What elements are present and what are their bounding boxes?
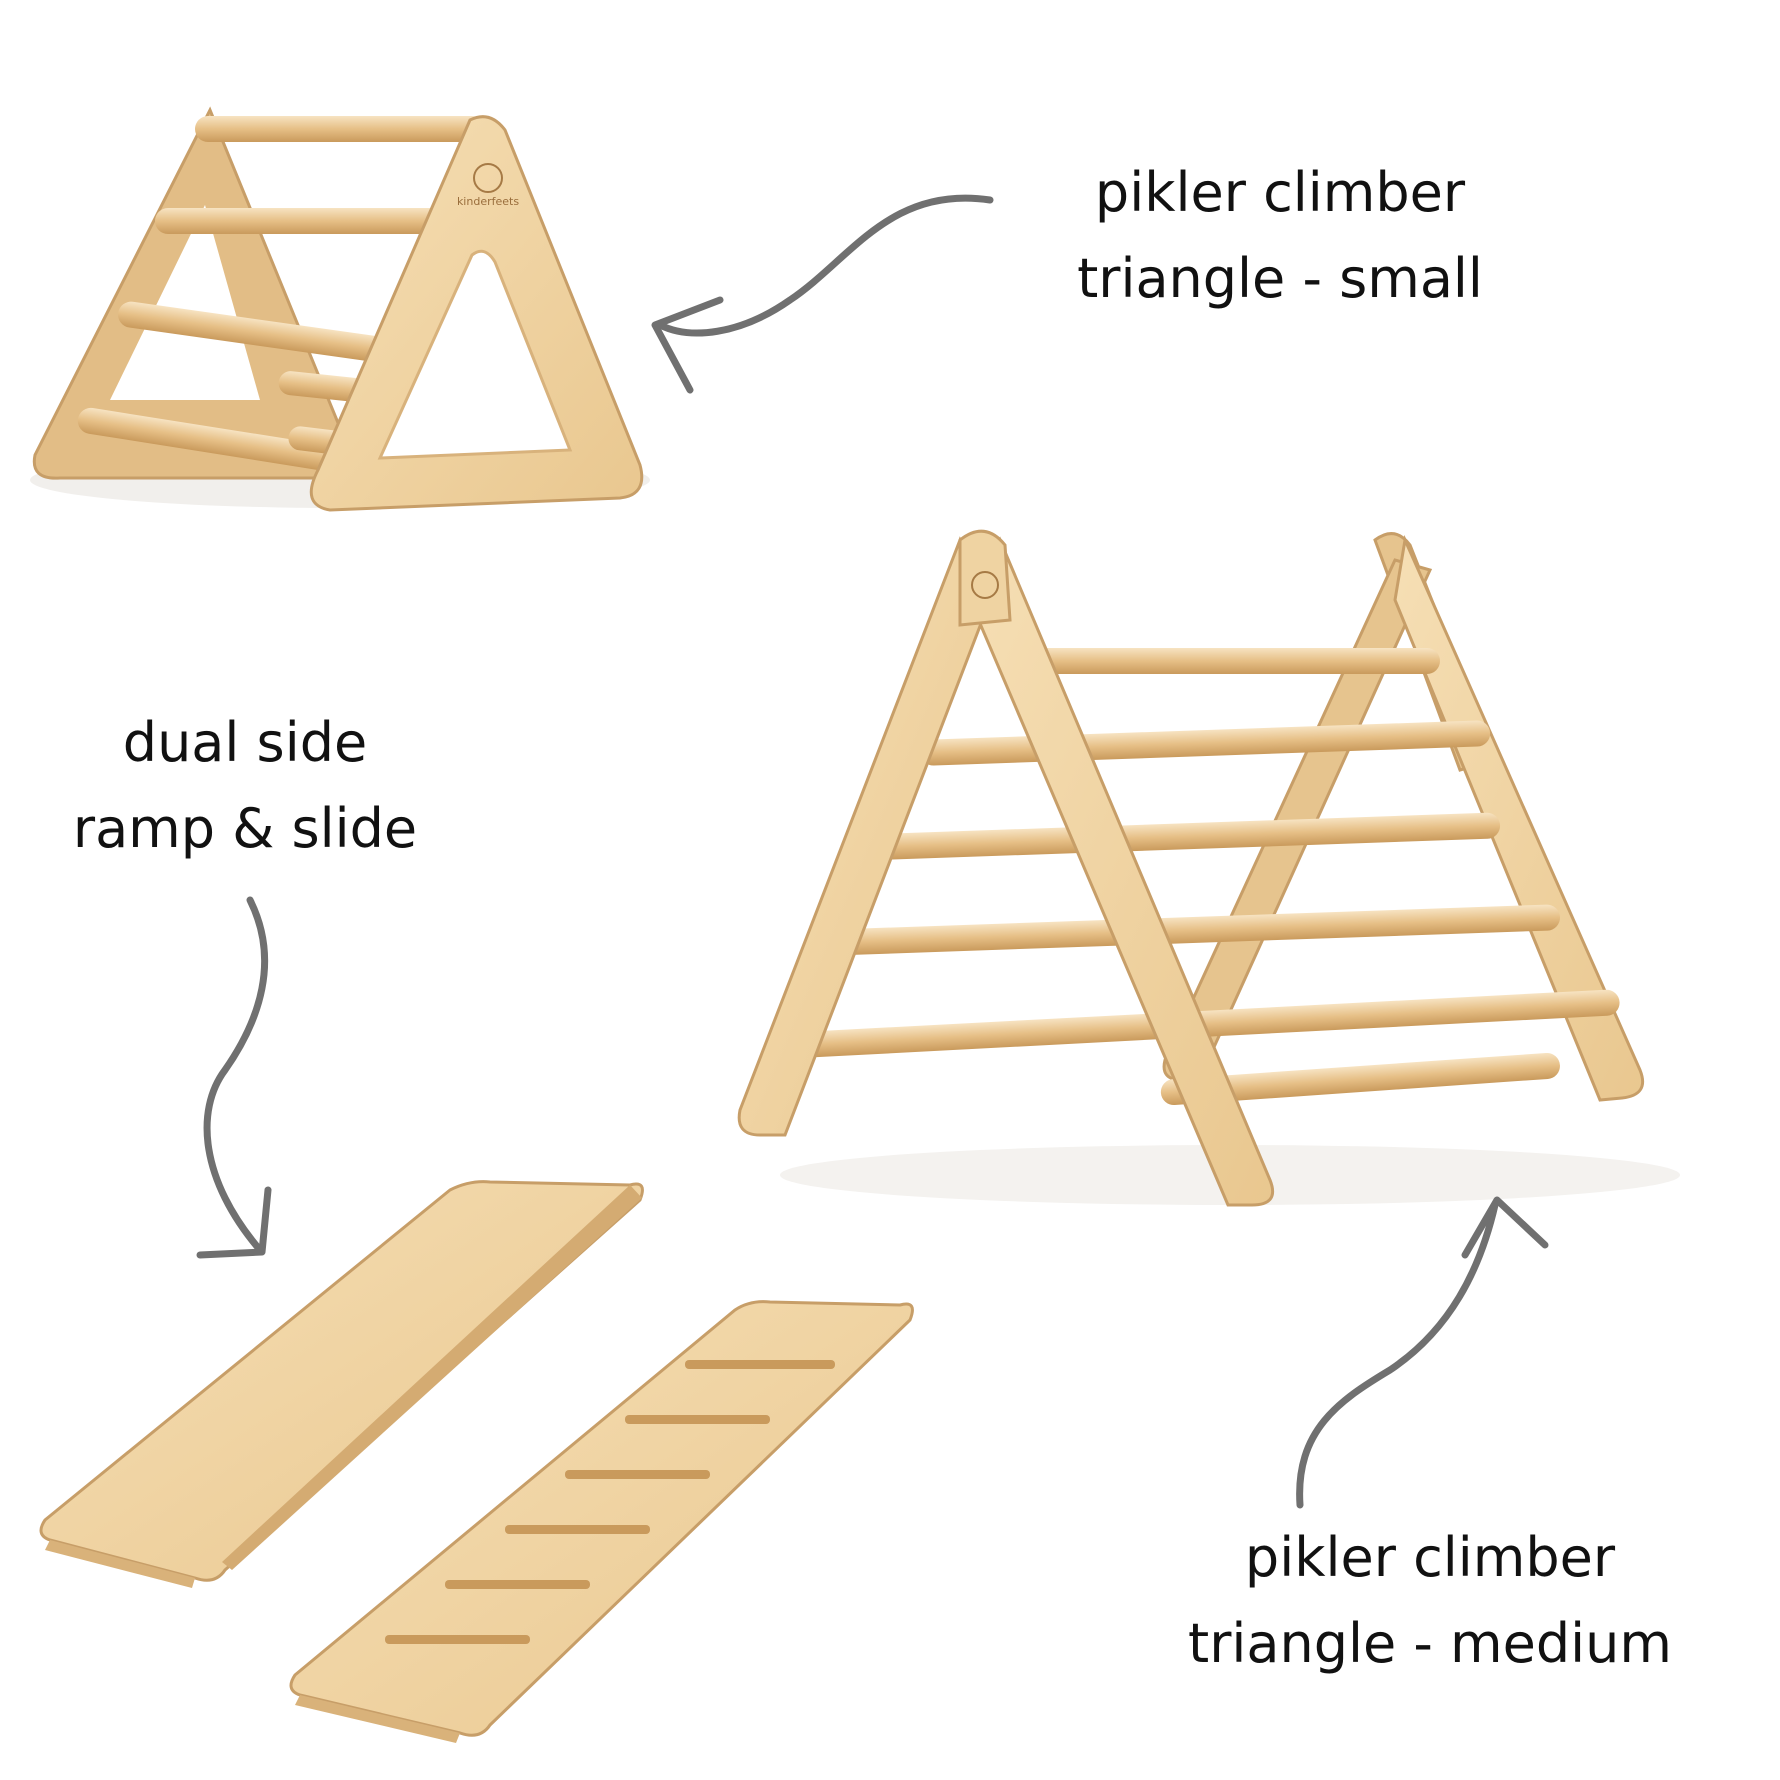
logo-text: kinderfeets xyxy=(457,195,519,208)
label-medium-line1: pikler climber xyxy=(1244,1526,1616,1589)
ramp-and-slide xyxy=(39,1180,914,1743)
label-ramp-line2: ramp & slide xyxy=(72,797,418,860)
label-small-line2: triangle - small xyxy=(1077,247,1483,310)
label-small-line1: pikler climber xyxy=(1094,161,1466,224)
medium-front-left-leg xyxy=(737,536,992,1137)
arrow-to-small-triangle-icon xyxy=(656,194,994,337)
ramp-slats xyxy=(385,1360,835,1644)
kinderfeets-logo-icon xyxy=(971,571,999,599)
arrow-to-medium-triangle-icon xyxy=(1296,1201,1499,1509)
label-pikler-medium: pikler climber triangle - medium xyxy=(1140,1515,1720,1687)
kinderfeets-logo-icon xyxy=(473,163,503,193)
label-medium-line2: triangle - medium xyxy=(1188,1612,1672,1675)
label-ramp-slide: dual side ramp & slide xyxy=(40,700,450,872)
arrow-to-ramp-icon xyxy=(203,896,269,1254)
small-pikler-triangle: kinderfeets xyxy=(30,106,650,512)
medium-pikler-triangle xyxy=(737,529,1680,1207)
arrowhead-ramp-icon xyxy=(196,1186,272,1259)
label-ramp-line1: dual side xyxy=(122,711,368,774)
arrowhead-small-icon xyxy=(651,296,724,394)
label-pikler-small: pikler climber triangle - small xyxy=(1060,150,1500,322)
medium-front-right-leg xyxy=(968,536,1275,1207)
arrowhead-medium-icon xyxy=(1461,1196,1549,1259)
